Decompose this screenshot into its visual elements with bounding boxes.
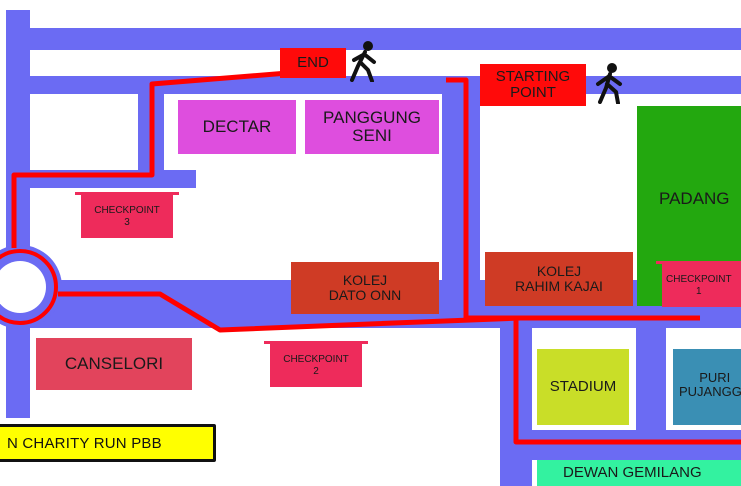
- road-bottom-horizontal: [500, 430, 741, 460]
- road-left-vertical: [6, 10, 30, 418]
- event-banner: N CHARITY RUN PBB: [0, 424, 216, 462]
- roundabout-center: [0, 261, 46, 313]
- starting-point-marker: STARTING POINT: [480, 64, 586, 106]
- building-kolej-rahim-kajai: KOLEJ RAHIM KAJAI: [485, 252, 633, 306]
- checkpoint-2: CHECKPOINT 2: [264, 341, 368, 387]
- checkpoint-2-label: CHECKPOINT 2: [283, 354, 349, 377]
- route-line-west: [58, 291, 700, 333]
- road-stadium-side: [636, 320, 666, 440]
- checkpoint-2-flag: [264, 341, 368, 344]
- checkpoint-1: CHECKPOINT 1: [656, 261, 741, 307]
- walking-person-icon: [350, 41, 376, 82]
- building-canselori: CANSELORI: [36, 338, 192, 390]
- checkpoint-1-flag: [656, 261, 741, 264]
- route-line-end: [11, 69, 301, 248]
- checkpoint-3-flag: [75, 192, 179, 195]
- building-puri-pujangga-label: PURI PUJANGGA: [679, 370, 741, 399]
- route-line-south: [513, 318, 741, 445]
- walking-person-icon: [596, 63, 622, 104]
- checkpoint-3: CHECKPOINT 3: [75, 192, 179, 238]
- building-panggung-seni: PANGGUNG SENI: [305, 100, 439, 154]
- event-banner-text: N CHARITY RUN PBB: [7, 434, 162, 452]
- field-padang-label: PADANG: [659, 189, 730, 208]
- checkpoint-1-label: CHECKPOINT 1: [666, 274, 732, 297]
- end-marker: END: [280, 48, 346, 78]
- road-top: [6, 28, 741, 50]
- building-dectar: DECTAR: [178, 100, 296, 154]
- building-dewan-gemilang: DEWAN GEMILANG: [537, 460, 741, 486]
- building-puri-pujangga: PURI PUJANGGA: [673, 349, 741, 425]
- checkpoint-3-label: CHECKPOINT 3: [94, 205, 160, 228]
- roundabout-route-ring: [0, 249, 58, 325]
- building-kolej-dato-onn: KOLEJ DATO ONN: [291, 262, 439, 314]
- building-stadium: STADIUM: [537, 349, 629, 425]
- building-dewan-gemilang-label: DEWAN GEMILANG: [563, 464, 702, 482]
